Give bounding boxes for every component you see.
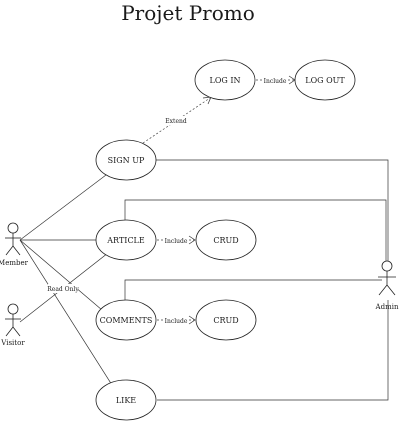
include-arrowhead-article	[188, 235, 196, 245]
include-arrowhead-comments	[188, 315, 196, 325]
use-case-logout-label: LOG OUT	[305, 76, 345, 85]
use-case-comments-label: COMMENTS	[100, 316, 153, 325]
admin-signup-link	[155, 159, 389, 262]
admin-article-link	[124, 199, 387, 262]
admin-comments-link	[124, 279, 382, 300]
use-case-article: ARTICLE	[95, 219, 157, 261]
admin-like-link	[157, 300, 389, 401]
use-case-crud-article: CRUD	[195, 219, 257, 261]
actor-admin: Admin	[375, 260, 399, 311]
read-only-label: Read Only	[47, 286, 79, 293]
use-case-crud-comments-label: CRUD	[213, 316, 238, 325]
actor-member: Member	[0, 222, 29, 267]
extend-label-login: Extend	[165, 118, 187, 125]
include-label-logout: Include	[264, 78, 287, 85]
use-case-signup: SIGN UP	[95, 139, 157, 181]
member-like-link	[19, 239, 113, 386]
actor-member-label: Member	[0, 259, 29, 267]
actor-visitor-label: Visitor	[0, 339, 25, 347]
use-case-logout: LOG OUT	[294, 59, 356, 101]
use-case-like: LIKE	[95, 379, 157, 421]
use-case-signup-label: SIGN UP	[108, 156, 145, 165]
use-case-like-label: LIKE	[116, 396, 136, 405]
include-label-article: Include	[165, 238, 188, 245]
use-case-article-label: ARTICLE	[106, 236, 145, 245]
actor-visitor: Visitor	[0, 303, 25, 347]
include-label-comments: Include	[165, 318, 188, 325]
use-case-login: LOG IN	[194, 59, 256, 101]
diagram-title: Projet Promo	[121, 1, 255, 25]
member-signup-link	[19, 174, 107, 241]
use-case-crud-article-label: CRUD	[213, 236, 238, 245]
use-case-crud-comments: CRUD	[195, 299, 257, 341]
actor-admin-label: Admin	[375, 303, 399, 311]
use-case-login-label: LOG IN	[210, 76, 241, 85]
use-case-comments: COMMENTS	[95, 299, 157, 341]
member-comments-link	[19, 239, 103, 311]
